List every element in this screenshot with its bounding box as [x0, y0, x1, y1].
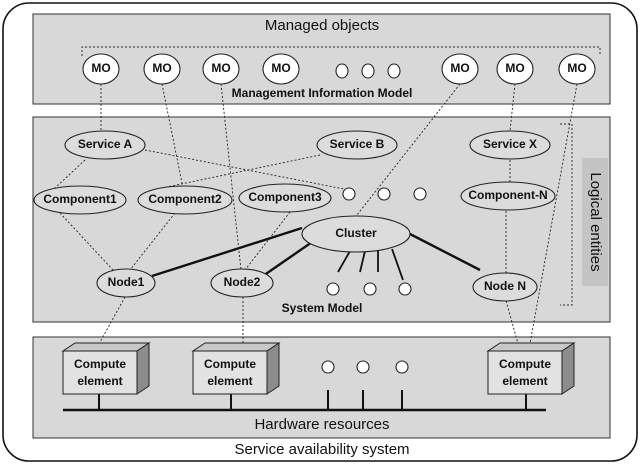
node-1: Node1 [96, 268, 156, 298]
svg-text:Service A: Service A [78, 137, 133, 151]
svg-text:Component3: Component3 [248, 190, 322, 204]
service-x: Service X [469, 130, 551, 160]
mo-5: MO [441, 53, 479, 85]
svg-text:element: element [207, 374, 252, 388]
logical-entities-bracket [560, 123, 573, 306]
ellipsis-dot [335, 63, 349, 79]
svg-text:Component-N: Component-N [468, 188, 547, 202]
node-n: Node N [472, 272, 538, 302]
svg-text:Component1: Component1 [43, 192, 117, 206]
svg-text:Service B: Service B [330, 137, 385, 151]
ellipsis-dot [413, 187, 427, 201]
compute-element-1: Compute element [61, 342, 151, 395]
logical-entities-label: Logical entities [587, 172, 604, 271]
ellipsis-dot [387, 63, 401, 79]
svg-text:Node1: Node1 [108, 275, 145, 289]
svg-text:Compute: Compute [204, 357, 256, 371]
svg-text:MO: MO [211, 61, 230, 75]
svg-text:MO: MO [567, 61, 586, 75]
svg-text:Node N: Node N [484, 279, 526, 293]
compute-element-n: Compute element [486, 342, 576, 395]
system-model-label: System Model [282, 301, 363, 315]
mo-4: MO [262, 53, 300, 85]
component-3: Component3 [238, 183, 332, 213]
ellipsis-dot [395, 360, 409, 374]
hardware-bus [63, 390, 546, 412]
mo-1: MO [82, 53, 120, 85]
mo-2: MO [143, 53, 181, 85]
cluster: Cluster [301, 215, 411, 253]
ellipsis-dot [321, 360, 335, 374]
ellipsis-dot [377, 187, 391, 201]
ellipsis-dot [342, 187, 356, 201]
svg-text:Cluster: Cluster [335, 226, 377, 240]
management-information-model-label: Management Information Model [232, 86, 413, 100]
node-2: Node2 [210, 268, 274, 298]
service-a: Service A [64, 130, 146, 160]
logical-entities-box [582, 158, 608, 286]
managed-objects-bracket [81, 46, 601, 56]
component-1: Component1 [33, 185, 127, 215]
association-lines [54, 83, 578, 361]
ellipsis-dot [363, 282, 377, 296]
svg-text:MO: MO [152, 61, 171, 75]
svg-text:Compute: Compute [499, 357, 551, 371]
compute-element-2: Compute element [191, 342, 281, 395]
svg-text:element: element [502, 374, 547, 388]
service-availability-caption: Service availability system [234, 441, 409, 458]
svg-text:MO: MO [450, 61, 469, 75]
svg-text:MO: MO [271, 61, 290, 75]
svg-text:MO: MO [505, 61, 524, 75]
ellipsis-dot [398, 282, 412, 296]
mo-3: MO [202, 53, 240, 85]
svg-text:Service X: Service X [483, 137, 537, 151]
hardware-resources-label: Hardware resources [254, 416, 389, 433]
component-2: Component2 [137, 185, 233, 215]
mo-7: MO [558, 53, 596, 85]
cluster-links [151, 226, 481, 281]
svg-text:Node2: Node2 [224, 275, 261, 289]
service-b: Service B [316, 130, 398, 160]
component-n: Component-N [460, 181, 556, 211]
ellipsis-dot [326, 282, 340, 296]
svg-text:MO: MO [91, 61, 110, 75]
svg-text:element: element [77, 374, 122, 388]
ellipsis-dot [356, 360, 370, 374]
svg-text:Component2: Component2 [148, 192, 222, 206]
svg-text:Compute: Compute [74, 357, 126, 371]
mo-row: MO MO MO MO MO MO MO [82, 53, 596, 85]
managed-objects-title: Managed objects [265, 17, 379, 34]
ellipsis-dot [361, 63, 375, 79]
mo-6: MO [496, 53, 534, 85]
